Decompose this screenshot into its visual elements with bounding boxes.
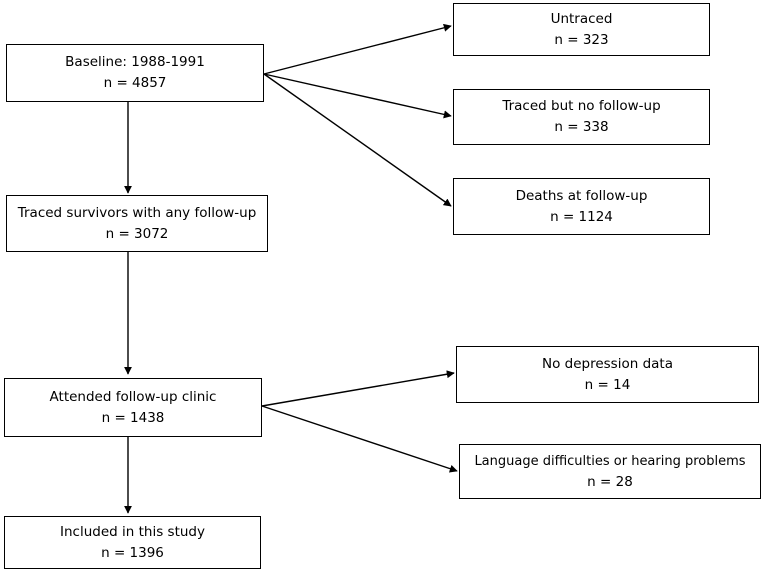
- attended-clinic-title: Attended follow-up clinic: [49, 388, 217, 405]
- no-depression-box: No depression data n = 14: [456, 346, 759, 403]
- language-box: Language difficulties or hearing problem…: [459, 444, 761, 499]
- attended-clinic-box: Attended follow-up clinic n = 1438: [4, 378, 262, 437]
- deaths-count: n = 1124: [550, 208, 613, 225]
- language-title: Language difficulties or hearing problem…: [474, 453, 746, 469]
- deaths-title: Deaths at follow-up: [515, 187, 648, 204]
- language-count: n = 28: [587, 473, 633, 490]
- untraced-title: Untraced: [550, 10, 613, 27]
- baseline-box: Baseline: 1988-1991 n = 4857: [6, 44, 264, 102]
- no-depression-count: n = 14: [584, 376, 631, 393]
- included-study-box: Included in this study n = 1396: [4, 516, 261, 569]
- no-followup-box: Traced but no follow-up n = 338: [453, 89, 710, 145]
- arrow-attended-to-no-depression: [261, 370, 455, 407]
- arrow-baseline-to-no-followup: [263, 73, 452, 119]
- untraced-count: n = 323: [554, 31, 609, 48]
- no-depression-title: No depression data: [542, 355, 673, 372]
- traced-survivors-count: n = 3072: [105, 225, 169, 242]
- arrow-baseline-to-deaths: [263, 73, 452, 207]
- baseline-title: Baseline: 1988-1991: [65, 54, 205, 70]
- arrow-baseline-to-untraced: [263, 23, 452, 75]
- included-study-count: n = 1396: [101, 544, 164, 561]
- no-followup-title: Traced but no follow-up: [502, 98, 661, 114]
- untraced-box: Untraced n = 323: [453, 3, 710, 56]
- attended-clinic-count: n = 1438: [101, 409, 165, 426]
- deaths-box: Deaths at follow-up n = 1124: [453, 178, 710, 235]
- traced-survivors-box: Traced survivors with any follow-up n = …: [6, 195, 268, 252]
- traced-survivors-title: Traced survivors with any follow-up: [17, 204, 257, 221]
- baseline-count: n = 4857: [103, 75, 167, 91]
- arrow-attended-to-language: [261, 405, 458, 473]
- included-study-title: Included in this study: [60, 523, 205, 540]
- no-followup-count: n = 338: [554, 119, 609, 135]
